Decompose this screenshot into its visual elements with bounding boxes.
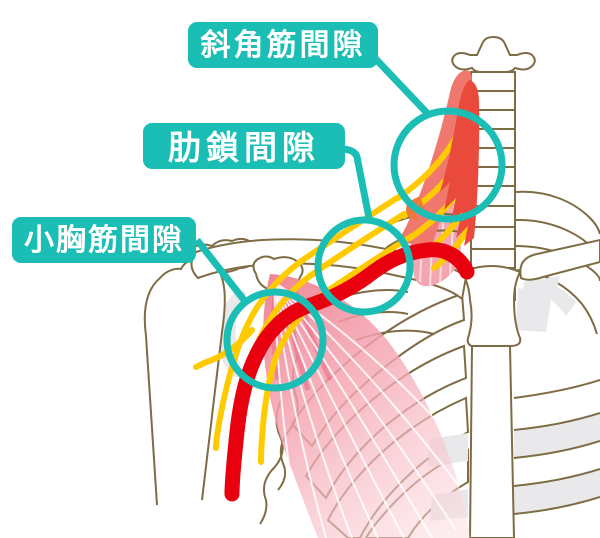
label-scalene-gap: 斜角筋間隙 [188, 22, 378, 68]
suprascapular-nerve [193, 327, 255, 370]
manubrium [460, 265, 522, 349]
pectoralis-minor-gap-lead [194, 237, 247, 303]
anterior-scalene [440, 80, 480, 246]
label-pectoralis-minor-gap: 小胸筋間隙 [12, 217, 196, 263]
right-clavicle [519, 238, 600, 281]
costoclavicular-gap-circle [314, 216, 414, 316]
highlight-circles [223, 107, 506, 392]
label-scalene-gap-text: 斜角筋間隙 [200, 29, 366, 62]
scalene-gap-circle [390, 107, 506, 223]
atlas-vertebra [451, 35, 536, 73]
scalene-gap-lead [369, 52, 430, 116]
label-pectoralis-minor-gap-text: 小胸筋間隙 [24, 224, 184, 257]
costoclavicular-gap-lead [342, 145, 373, 219]
right-ribs [513, 190, 600, 515]
label-costoclavicular-gap: 肋鎖間隙 [143, 123, 345, 169]
pectoralis-minor-gap-circle [223, 288, 327, 392]
humerus [143, 258, 226, 506]
label-connectors [194, 52, 430, 303]
label-costoclavicular-gap-text: 肋鎖間隙 [168, 128, 320, 166]
sternum-body [468, 345, 516, 538]
sternum [460, 265, 522, 538]
